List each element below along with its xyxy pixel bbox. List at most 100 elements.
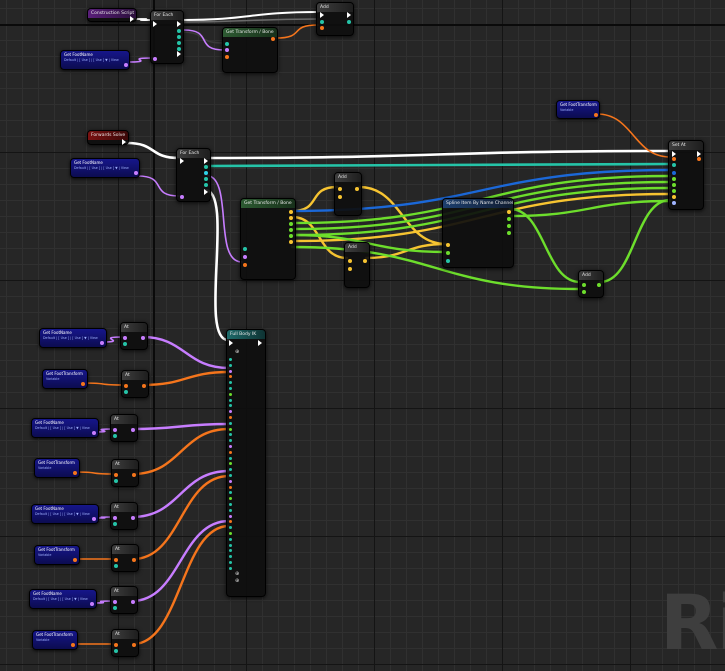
out-pin-3[interactable]: [507, 224, 511, 228]
result-out-pin[interactable]: [597, 283, 601, 287]
array-at-node[interactable]: At: [111, 629, 139, 657]
count-out-pin[interactable]: [177, 41, 181, 45]
ik-input-pin[interactable]: [229, 387, 232, 390]
completed-exec-pin[interactable]: [177, 51, 181, 57]
array-in-pin[interactable]: [153, 57, 157, 61]
ik-input-pin[interactable]: [229, 358, 232, 361]
ik-input-pin[interactable]: [229, 363, 232, 367]
name-in-pin[interactable]: [225, 48, 229, 52]
completed-exec-pin[interactable]: [204, 189, 208, 195]
exec-in-pin[interactable]: [320, 12, 324, 18]
translation-in-pin[interactable]: [672, 171, 676, 175]
ik-input-pin[interactable]: [229, 450, 232, 454]
element-out-pin[interactable]: [132, 473, 136, 477]
out-pin[interactable]: [92, 431, 96, 435]
b-in-pin[interactable]: [582, 290, 586, 294]
ik-input-pin[interactable]: [229, 375, 232, 379]
out-pin[interactable]: [81, 382, 85, 386]
z-in-pin[interactable]: [672, 189, 676, 193]
ik-input-pin[interactable]: [229, 497, 232, 501]
ik-input-pin[interactable]: [229, 462, 232, 466]
set-at-node[interactable]: Set At: [668, 140, 704, 210]
ik-input-pin[interactable]: [229, 456, 232, 460]
array-at-node[interactable]: At: [110, 502, 138, 530]
add-node-top[interactable]: Add: [316, 2, 354, 36]
y-out-pin[interactable]: [289, 228, 293, 232]
item-in-pin[interactable]: [243, 247, 247, 251]
rotation-in-pin[interactable]: [672, 201, 676, 205]
add-vector-node-lower[interactable]: Add: [344, 242, 370, 288]
out-pin-4[interactable]: [507, 231, 511, 235]
exec-in-pin[interactable]: [672, 151, 676, 157]
ik-input-pin[interactable]: [229, 427, 232, 431]
location-out-pin[interactable]: [289, 216, 293, 220]
ik-input-pin[interactable]: [229, 479, 232, 483]
ratio-out-pin[interactable]: [204, 183, 208, 187]
index-in-pin[interactable]: [114, 649, 118, 653]
item-in-pin[interactable]: [225, 42, 229, 46]
get-footname-variable-node-2[interactable]: Get FootName Default | [ Use ] | [ Use ]…: [70, 158, 140, 178]
array-in-pin[interactable]: [114, 558, 118, 562]
get-foottransform-variable-node[interactable]: Get FootTransform Variable: [556, 100, 600, 119]
array-in-pin[interactable]: [113, 428, 117, 432]
element-out-pin[interactable]: [141, 336, 145, 340]
ik-input-pin[interactable]: [229, 433, 232, 437]
array-in-pin[interactable]: [124, 384, 128, 388]
element-out-pin[interactable]: [132, 558, 136, 562]
ik-input-pin[interactable]: [229, 503, 232, 506]
element-out-pin[interactable]: [204, 165, 208, 169]
exec-in-pin[interactable]: [180, 158, 184, 164]
a-in-pin[interactable]: [348, 259, 352, 263]
element-in-pin[interactable]: [320, 26, 324, 30]
ik-input-pin[interactable]: [229, 369, 232, 373]
exec-out-pin[interactable]: [258, 340, 262, 346]
ik-input-pin[interactable]: [229, 532, 232, 535]
ik-input-pin[interactable]: [229, 398, 232, 402]
index-out-pin[interactable]: [177, 35, 181, 39]
exec-out-pin[interactable]: [347, 12, 351, 18]
result-out-pin[interactable]: [355, 187, 359, 191]
transform-out-pin[interactable]: [594, 113, 598, 117]
index-in-pin[interactable]: [113, 522, 117, 526]
add-vector-node-upper[interactable]: Add: [334, 172, 362, 216]
ik-input-pin[interactable]: [229, 566, 232, 570]
name-out-pin[interactable]: [134, 171, 138, 175]
ik-input-pin[interactable]: [229, 491, 232, 495]
array-at-node[interactable]: At: [111, 544, 139, 572]
b-in-pin[interactable]: [338, 195, 342, 199]
array-in-pin[interactable]: [113, 600, 117, 604]
array-in-pin[interactable]: [320, 20, 324, 24]
ik-input-pin[interactable]: [229, 526, 232, 530]
ik-input-pin[interactable]: [229, 439, 232, 443]
index-in-pin[interactable]: [124, 390, 128, 394]
forwards-solve-event-node[interactable]: Forwards Solve: [87, 130, 129, 145]
out-pin[interactable]: [73, 471, 77, 475]
for-each-loop-node-solve[interactable]: For Each: [176, 148, 211, 202]
loop-body-exec-pin[interactable]: [177, 21, 181, 27]
array-at-node[interactable]: At: [110, 414, 138, 442]
add-float-node[interactable]: Add: [578, 270, 604, 298]
ik-input-pin[interactable]: [229, 537, 232, 541]
full-body-ik-node[interactable]: Full Body IK ⊕ ⊕ ⊕: [226, 329, 266, 597]
array-at-node[interactable]: At: [121, 370, 149, 398]
index-out-pin[interactable]: [204, 171, 208, 175]
array-in-pin[interactable]: [123, 336, 127, 340]
array-at-node[interactable]: At: [120, 322, 148, 350]
x-out-pin[interactable]: [289, 222, 293, 226]
in-pin-3[interactable]: [446, 259, 450, 263]
y-in-pin[interactable]: [672, 183, 676, 187]
exec-out-pin[interactable]: [697, 151, 701, 157]
name-in-pin[interactable]: [243, 255, 247, 259]
ik-input-pin[interactable]: [229, 514, 232, 518]
ik-input-pin[interactable]: [229, 445, 232, 448]
element-out-pin[interactable]: [142, 384, 146, 388]
array-out-pin[interactable]: [697, 157, 701, 161]
scale-out-pin[interactable]: [289, 240, 293, 244]
index-in-pin[interactable]: [123, 342, 127, 346]
index-in-pin[interactable]: [672, 163, 676, 167]
ik-input-pin[interactable]: [229, 485, 232, 489]
result-out-pin[interactable]: [363, 259, 367, 263]
space-in-pin[interactable]: [225, 55, 229, 59]
